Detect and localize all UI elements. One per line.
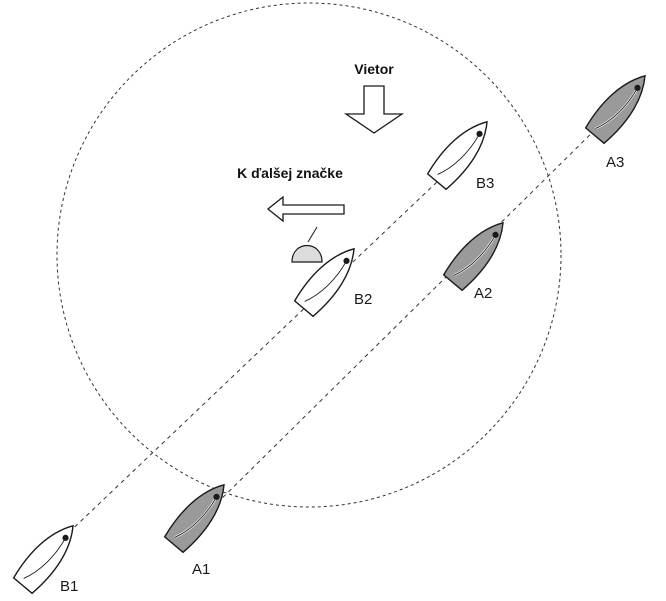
track-line-b — [39, 159, 461, 561]
boat-b2-label: B2 — [354, 291, 372, 308]
boat-b3-label: B3 — [476, 175, 494, 192]
track-line-a — [199, 114, 611, 521]
wind-arrow-icon — [343, 85, 405, 134]
zone-circle — [56, 2, 562, 508]
boat-b1-label: B1 — [60, 578, 78, 595]
mark-flag-staff — [307, 226, 318, 243]
boat-a3-icon — [582, 65, 658, 146]
boat-a1-label: A1 — [192, 561, 210, 578]
boat-a2-label: A2 — [474, 285, 492, 302]
boat-a1-icon — [161, 474, 237, 555]
boat-a2-icon — [440, 212, 516, 293]
wind-label: Vietor — [354, 61, 394, 77]
next-mark-arrow-icon — [266, 195, 345, 223]
mark-buoy-icon — [291, 245, 323, 263]
next-mark-label: K ďalšej značke — [237, 165, 343, 181]
boat-a3-label: A3 — [606, 154, 624, 171]
